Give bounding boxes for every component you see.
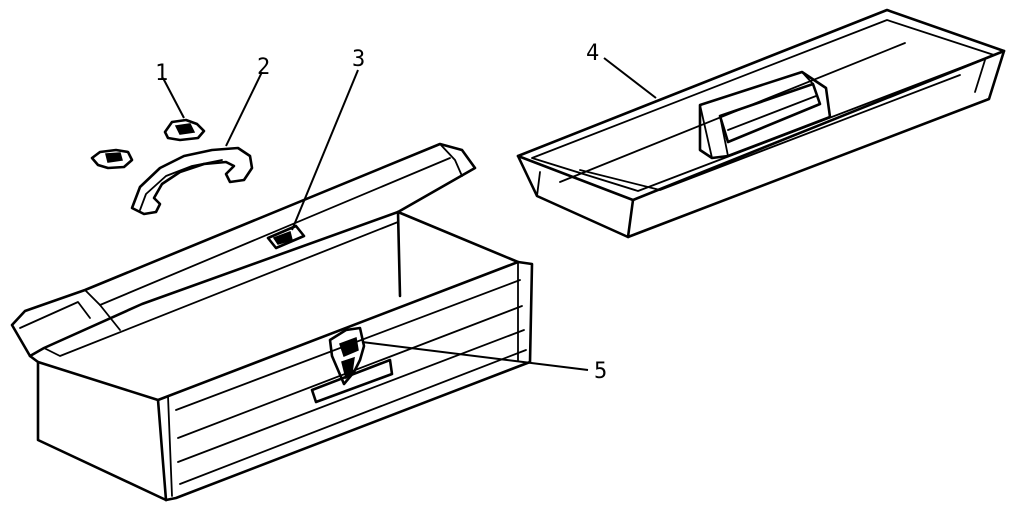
part-label-2: 2 [257,55,270,80]
part-label-4: 4 [586,41,599,66]
toolbox-drawing [10,142,534,502]
end-plug-drawing [90,118,206,170]
handle-drawing [130,146,254,216]
leader-lines [162,57,657,371]
tote-tray-drawing [516,8,1006,239]
part-number-labels: 1 2 3 4 5 [155,41,607,384]
part-label-5: 5 [594,359,607,384]
part-label-1: 1 [155,61,168,86]
part-label-3: 3 [352,47,365,72]
